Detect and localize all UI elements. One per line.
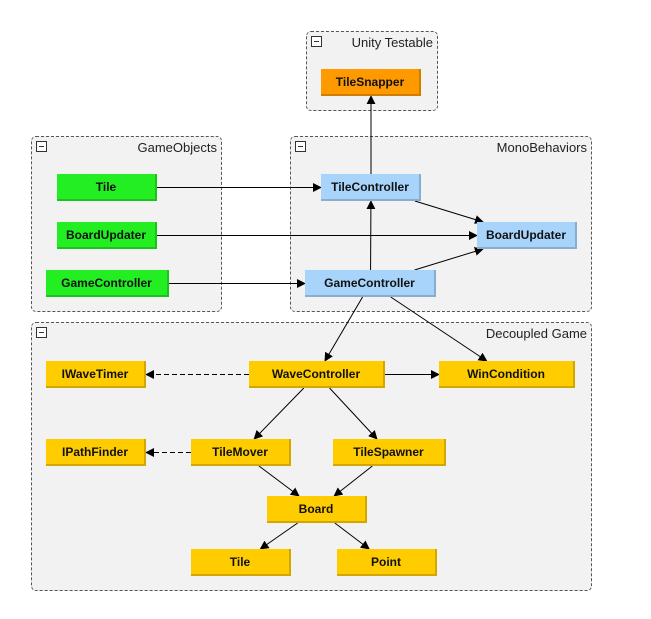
group-title: MonoBehaviors: [496, 140, 587, 155]
minus-box-icon[interactable]: [36, 141, 47, 152]
node-tilesnapper[interactable]: TileSnapper: [321, 69, 421, 96]
node-gameobject-boardupdater[interactable]: BoardUpdater: [57, 222, 157, 249]
node-label: Point: [371, 554, 401, 569]
node-gameobject-gamecontroller[interactable]: GameController: [46, 270, 169, 297]
node-monobehavior-tilecontroller[interactable]: TileController: [321, 174, 421, 201]
node-wavecontroller[interactable]: WaveController: [249, 361, 385, 388]
node-label: IWaveTimer: [61, 366, 129, 381]
node-label: Tile: [229, 554, 251, 569]
node-label: Board: [298, 501, 334, 516]
group-title: Unity Testable: [351, 35, 433, 50]
minus-box-icon[interactable]: [311, 36, 322, 47]
node-label: GameController: [61, 275, 152, 290]
node-label: WaveController: [271, 366, 361, 381]
group-title: Decoupled Game: [485, 326, 587, 341]
node-label: GameController: [324, 275, 415, 290]
node-label: IPathFinder: [61, 444, 128, 459]
node-label: WinCondition: [467, 366, 545, 381]
group-title: GameObjects: [137, 140, 217, 155]
node-tilespawner[interactable]: TileSpawner: [333, 439, 446, 466]
node-board[interactable]: Board: [267, 496, 367, 523]
node-iwavetimer[interactable]: IWaveTimer: [46, 361, 146, 388]
minus-box-icon[interactable]: [36, 327, 47, 338]
node-label: Tile: [95, 179, 117, 194]
node-label: TileSpawner: [353, 444, 424, 459]
node-wincondition[interactable]: WinCondition: [439, 361, 575, 388]
group-header: MonoBehaviors: [291, 137, 591, 157]
node-decoupled-tile[interactable]: Tile: [191, 549, 291, 576]
group-header: GameObjects: [32, 137, 221, 157]
node-point[interactable]: Point: [337, 549, 437, 576]
node-label: BoardUpdater: [485, 227, 566, 242]
node-label: TileMover: [212, 444, 268, 459]
node-label: TileSnapper: [335, 74, 405, 89]
node-gameobject-tile[interactable]: Tile: [57, 174, 157, 201]
node-ipathfinder[interactable]: IPathFinder: [46, 439, 146, 466]
node-monobehavior-gamecontroller[interactable]: GameController: [305, 270, 436, 297]
node-label: BoardUpdater: [65, 227, 146, 242]
group-header: Unity Testable: [307, 32, 437, 52]
node-tilemover[interactable]: TileMover: [191, 439, 291, 466]
minus-box-icon[interactable]: [295, 141, 306, 152]
group-header: Decoupled Game: [32, 323, 591, 343]
node-monobehavior-boardupdater[interactable]: BoardUpdater: [477, 222, 577, 249]
node-label: TileController: [331, 179, 409, 194]
